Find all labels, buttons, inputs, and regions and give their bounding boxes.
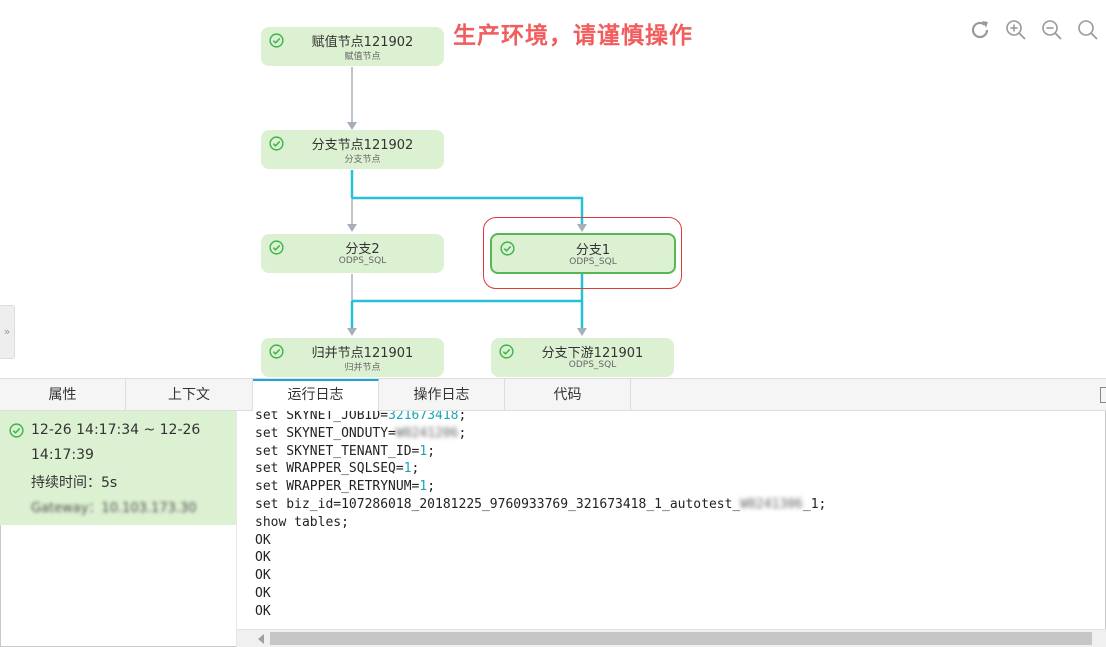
success-check-icon — [269, 240, 284, 255]
node-merge[interactable]: 归并节点121901 归并节点 — [261, 338, 444, 377]
masked-value: W0241306 — [740, 496, 803, 512]
node-branch[interactable]: 分支节点121902 分支节点 — [261, 130, 444, 169]
node-type: 赋值节点 — [344, 52, 381, 62]
node-branch-1[interactable]: 分支1 ODPS_SQL — [490, 233, 676, 274]
tab-run-log[interactable]: 运行日志 — [253, 379, 379, 412]
node-type: ODPS_SQL — [568, 360, 617, 370]
dag-edges — [347, 67, 587, 336]
edge-branch-to-branch2 — [347, 170, 357, 232]
node-type: 分支节点 — [344, 155, 381, 165]
node-title: 归并节点121901 — [311, 346, 414, 361]
production-warning: 生产环境，请谨慎操作 — [453, 23, 693, 49]
node-title: 分支1 — [575, 243, 611, 258]
zoom-in-icon[interactable] — [1004, 18, 1028, 42]
success-check-icon — [500, 241, 515, 256]
expand-panel-handle[interactable]: » — [0, 305, 15, 359]
success-check-icon — [269, 136, 284, 151]
scrollbar-thumb[interactable] — [270, 632, 1092, 645]
node-branch-downstream[interactable]: 分支下游121901 ODPS_SQL — [491, 338, 674, 377]
masked-value: W0241206 — [395, 425, 459, 441]
canvas-toolbar — [968, 18, 1100, 42]
run-time-range: 12-26 14:17:34 ~ 12-26 — [31, 422, 201, 438]
highlight-annotation-box — [483, 217, 682, 289]
node-branch-2[interactable]: 分支2 ODPS_SQL — [261, 234, 444, 273]
tab-operation-log[interactable]: 操作日志 — [379, 379, 505, 411]
scroll-left-arrow-icon[interactable] — [258, 634, 264, 644]
run-history-panel: 12-26 14:17:34 ~ 12-26 14:17:39 持续时间：5s … — [0, 411, 237, 647]
node-assign[interactable]: 赋值节点121902 赋值节点 — [261, 27, 444, 66]
node-title: 赋值节点121902 — [311, 35, 414, 50]
node-type: 归并节点 — [344, 363, 381, 373]
edge-assign-to-branch — [347, 67, 357, 130]
run-log-output[interactable]: set SKYNET_JOBID=321673418; set SKYNET_O… — [237, 411, 1106, 629]
node-type: ODPS_SQL — [338, 256, 387, 266]
node-title: 分支下游121901 — [541, 346, 644, 361]
success-check-icon — [9, 423, 24, 438]
zoom-out-icon[interactable] — [1040, 18, 1064, 42]
success-check-icon — [499, 344, 514, 359]
run-time-end: 14:17:39 — [31, 447, 94, 463]
run-record[interactable]: 12-26 14:17:34 ~ 12-26 14:17:39 持续时间：5s … — [0, 411, 236, 525]
run-duration: 持续时间：5s — [31, 475, 118, 491]
edge-branch2-to-merge — [347, 274, 357, 336]
refresh-icon[interactable] — [968, 18, 992, 42]
tab-properties[interactable]: 属性 — [0, 379, 126, 411]
node-title: 分支2 — [345, 242, 380, 257]
run-gateway: Gateway：10.103.173.30 — [31, 501, 197, 516]
tab-code[interactable]: 代码 — [505, 379, 631, 411]
success-check-icon — [269, 33, 284, 48]
tab-context[interactable]: 上下文 — [126, 379, 253, 411]
panel-toggle-icon[interactable] — [1100, 387, 1106, 403]
search-icon[interactable] — [1076, 18, 1100, 42]
dag-canvas[interactable]: 生产环境，请谨慎操作 赋值节点121902 赋值节点 分支节点121902 分支… — [0, 0, 1106, 378]
log-text: set SKYNET_JOBID=321673418; set SKYNET_O… — [255, 411, 827, 619]
node-type: ODPS_SQL — [569, 257, 617, 267]
node-title: 分支节点121902 — [311, 138, 414, 153]
bottom-tab-bar: 属性 上下文 运行日志 操作日志 代码 — [0, 378, 1106, 412]
log-horizontal-scrollbar[interactable] — [237, 629, 1106, 647]
success-check-icon — [269, 344, 284, 359]
edge-branch-to-branch1 — [352, 196, 587, 232]
